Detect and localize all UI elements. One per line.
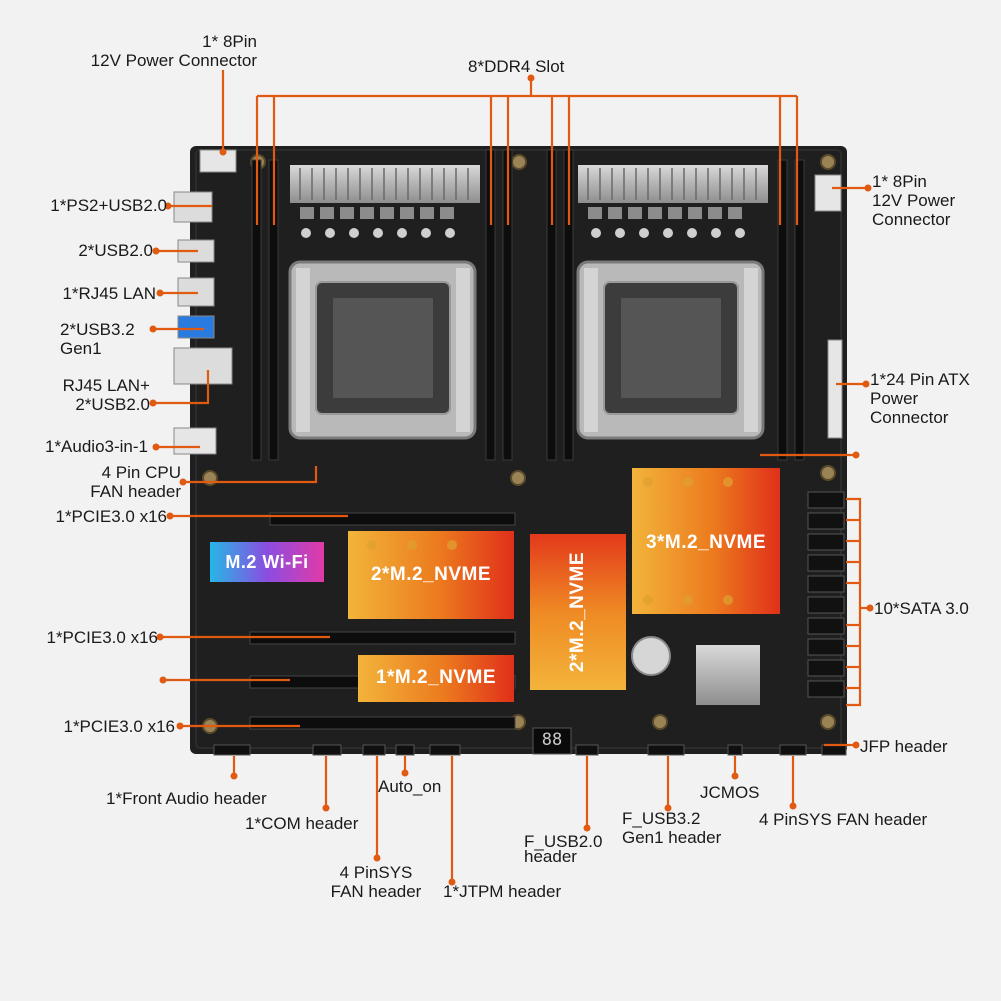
label-jfp: JFP header: [860, 737, 948, 756]
callout-lines: [153, 70, 870, 882]
label-rj45-usb-line2: 2*USB2.0: [75, 395, 150, 414]
label-pcie-2: 1*PCIE3.0 x16: [46, 628, 158, 647]
label-rj45: 1*RJ45 LAN: [62, 284, 156, 303]
label-fusb3: F_USB3.2 Gen1 header: [622, 809, 721, 847]
cpu-socket-2: [576, 260, 765, 440]
label-sys-fan-left-line1: 4 PinSYS: [339, 863, 413, 882]
8pin-connector-right: [814, 174, 842, 212]
sata-ports: [807, 491, 845, 698]
label-right-8pin-line1: 1* 8Pin: [872, 172, 927, 191]
label-usb32-line2: Gen1: [60, 339, 102, 358]
m2-nvme-slot-1: [358, 655, 514, 702]
m2-wifi-label: M.2 Wi-Fi: [225, 551, 309, 572]
label-usb32: 2*USB3.2 Gen1: [60, 320, 135, 358]
label-sys-fan-right: 4 PinSYS FAN header: [759, 810, 928, 829]
vrm-heatsinks: [290, 165, 768, 238]
24pin-connector: [827, 339, 843, 439]
label-jcmos: JCMOS: [700, 783, 760, 802]
label-rj45-usb: RJ45 LAN+ 2*USB2.0: [63, 376, 150, 414]
m2-nvme-2v-label: 2*M.2_NVME: [567, 551, 588, 673]
label-atx-line3: Connector: [870, 408, 949, 427]
debug-display-digits: 88: [541, 730, 563, 750]
label-sys-fan-left: 4 PinSYS FAN header: [316, 863, 436, 901]
label-fusb2-line2: header: [524, 847, 577, 866]
label-pcie-3: 1*PCIE3.0 x16: [63, 717, 175, 736]
m2-wifi-slot: [210, 542, 324, 582]
label-usb2: 2*USB2.0: [78, 241, 153, 260]
m2-nvme-slot-3: [632, 468, 780, 614]
label-right-8pin-line3: Connector: [872, 210, 951, 229]
label-fusb2-line1: F_USB2.0: [524, 832, 603, 851]
label-rj45-usb-line1: RJ45 LAN+: [62, 376, 150, 395]
cmos-battery: [631, 636, 671, 676]
callout-dots: [149, 74, 874, 886]
label-top-8pin-line1: 1* 8Pin: [202, 32, 257, 51]
label-ps2: 1*PS2+USB2.0: [50, 196, 167, 215]
label-cpu-fan-line1: 4 Pin CPU: [101, 463, 181, 482]
label-atx-line1: 1*24 Pin ATX: [870, 370, 970, 389]
m2-nvme-1-label: 1*M.2_NVME: [375, 667, 497, 688]
label-atx: 1*24 Pin ATX Power Connector: [870, 370, 970, 427]
chipset-heatsink: [696, 645, 760, 705]
label-fusb3-line2: Gen1 header: [622, 828, 722, 847]
label-fusb2: F_USB2.0 header: [524, 832, 602, 866]
debug-display-panel: [532, 727, 572, 755]
label-atx-line2: Power: [870, 389, 919, 408]
label-audio: 1*Audio3-in-1: [44, 437, 148, 456]
m2-nvme-3-label: 3*M.2_NVME: [645, 532, 767, 553]
label-right-8pin: 1* 8Pin 12V Power Connector: [872, 172, 955, 229]
bottom-headers: [213, 744, 847, 756]
label-com: 1*COM header: [245, 814, 359, 833]
label-fusb3-line1: F_USB3.2: [622, 809, 701, 828]
label-ddr4: 8*DDR4 Slot: [468, 57, 565, 76]
label-pcie-1: 1*PCIE3.0 x16: [55, 507, 167, 526]
ddr4-slots: [251, 149, 805, 461]
8pin-connector-top: [199, 149, 237, 173]
label-usb32-line1: 2*USB3.2: [60, 320, 135, 339]
label-cpu-fan: 4 Pin CPU FAN header: [90, 463, 181, 501]
m2-nvme-2-label: 2*M.2_NVME: [370, 564, 492, 585]
label-auto-on: Auto_on: [378, 777, 442, 796]
cpu-socket-1: [288, 260, 477, 440]
label-front-audio: 1*Front Audio header: [106, 789, 267, 808]
label-sys-fan-left-line2: FAN header: [330, 882, 422, 901]
label-top-8pin: 1* 8Pin 12V Power Connector: [91, 32, 257, 70]
label-right-8pin-line2: 12V Power: [872, 191, 956, 210]
label-cpu-fan-line2: FAN header: [90, 482, 181, 501]
label-top-8pin-line2: 12V Power Connector: [90, 51, 257, 70]
label-jtpm: 1*JTPM header: [443, 882, 562, 901]
label-sata: 10*SATA 3.0: [874, 599, 969, 618]
m2-nvme-slot-2v: [530, 534, 626, 690]
